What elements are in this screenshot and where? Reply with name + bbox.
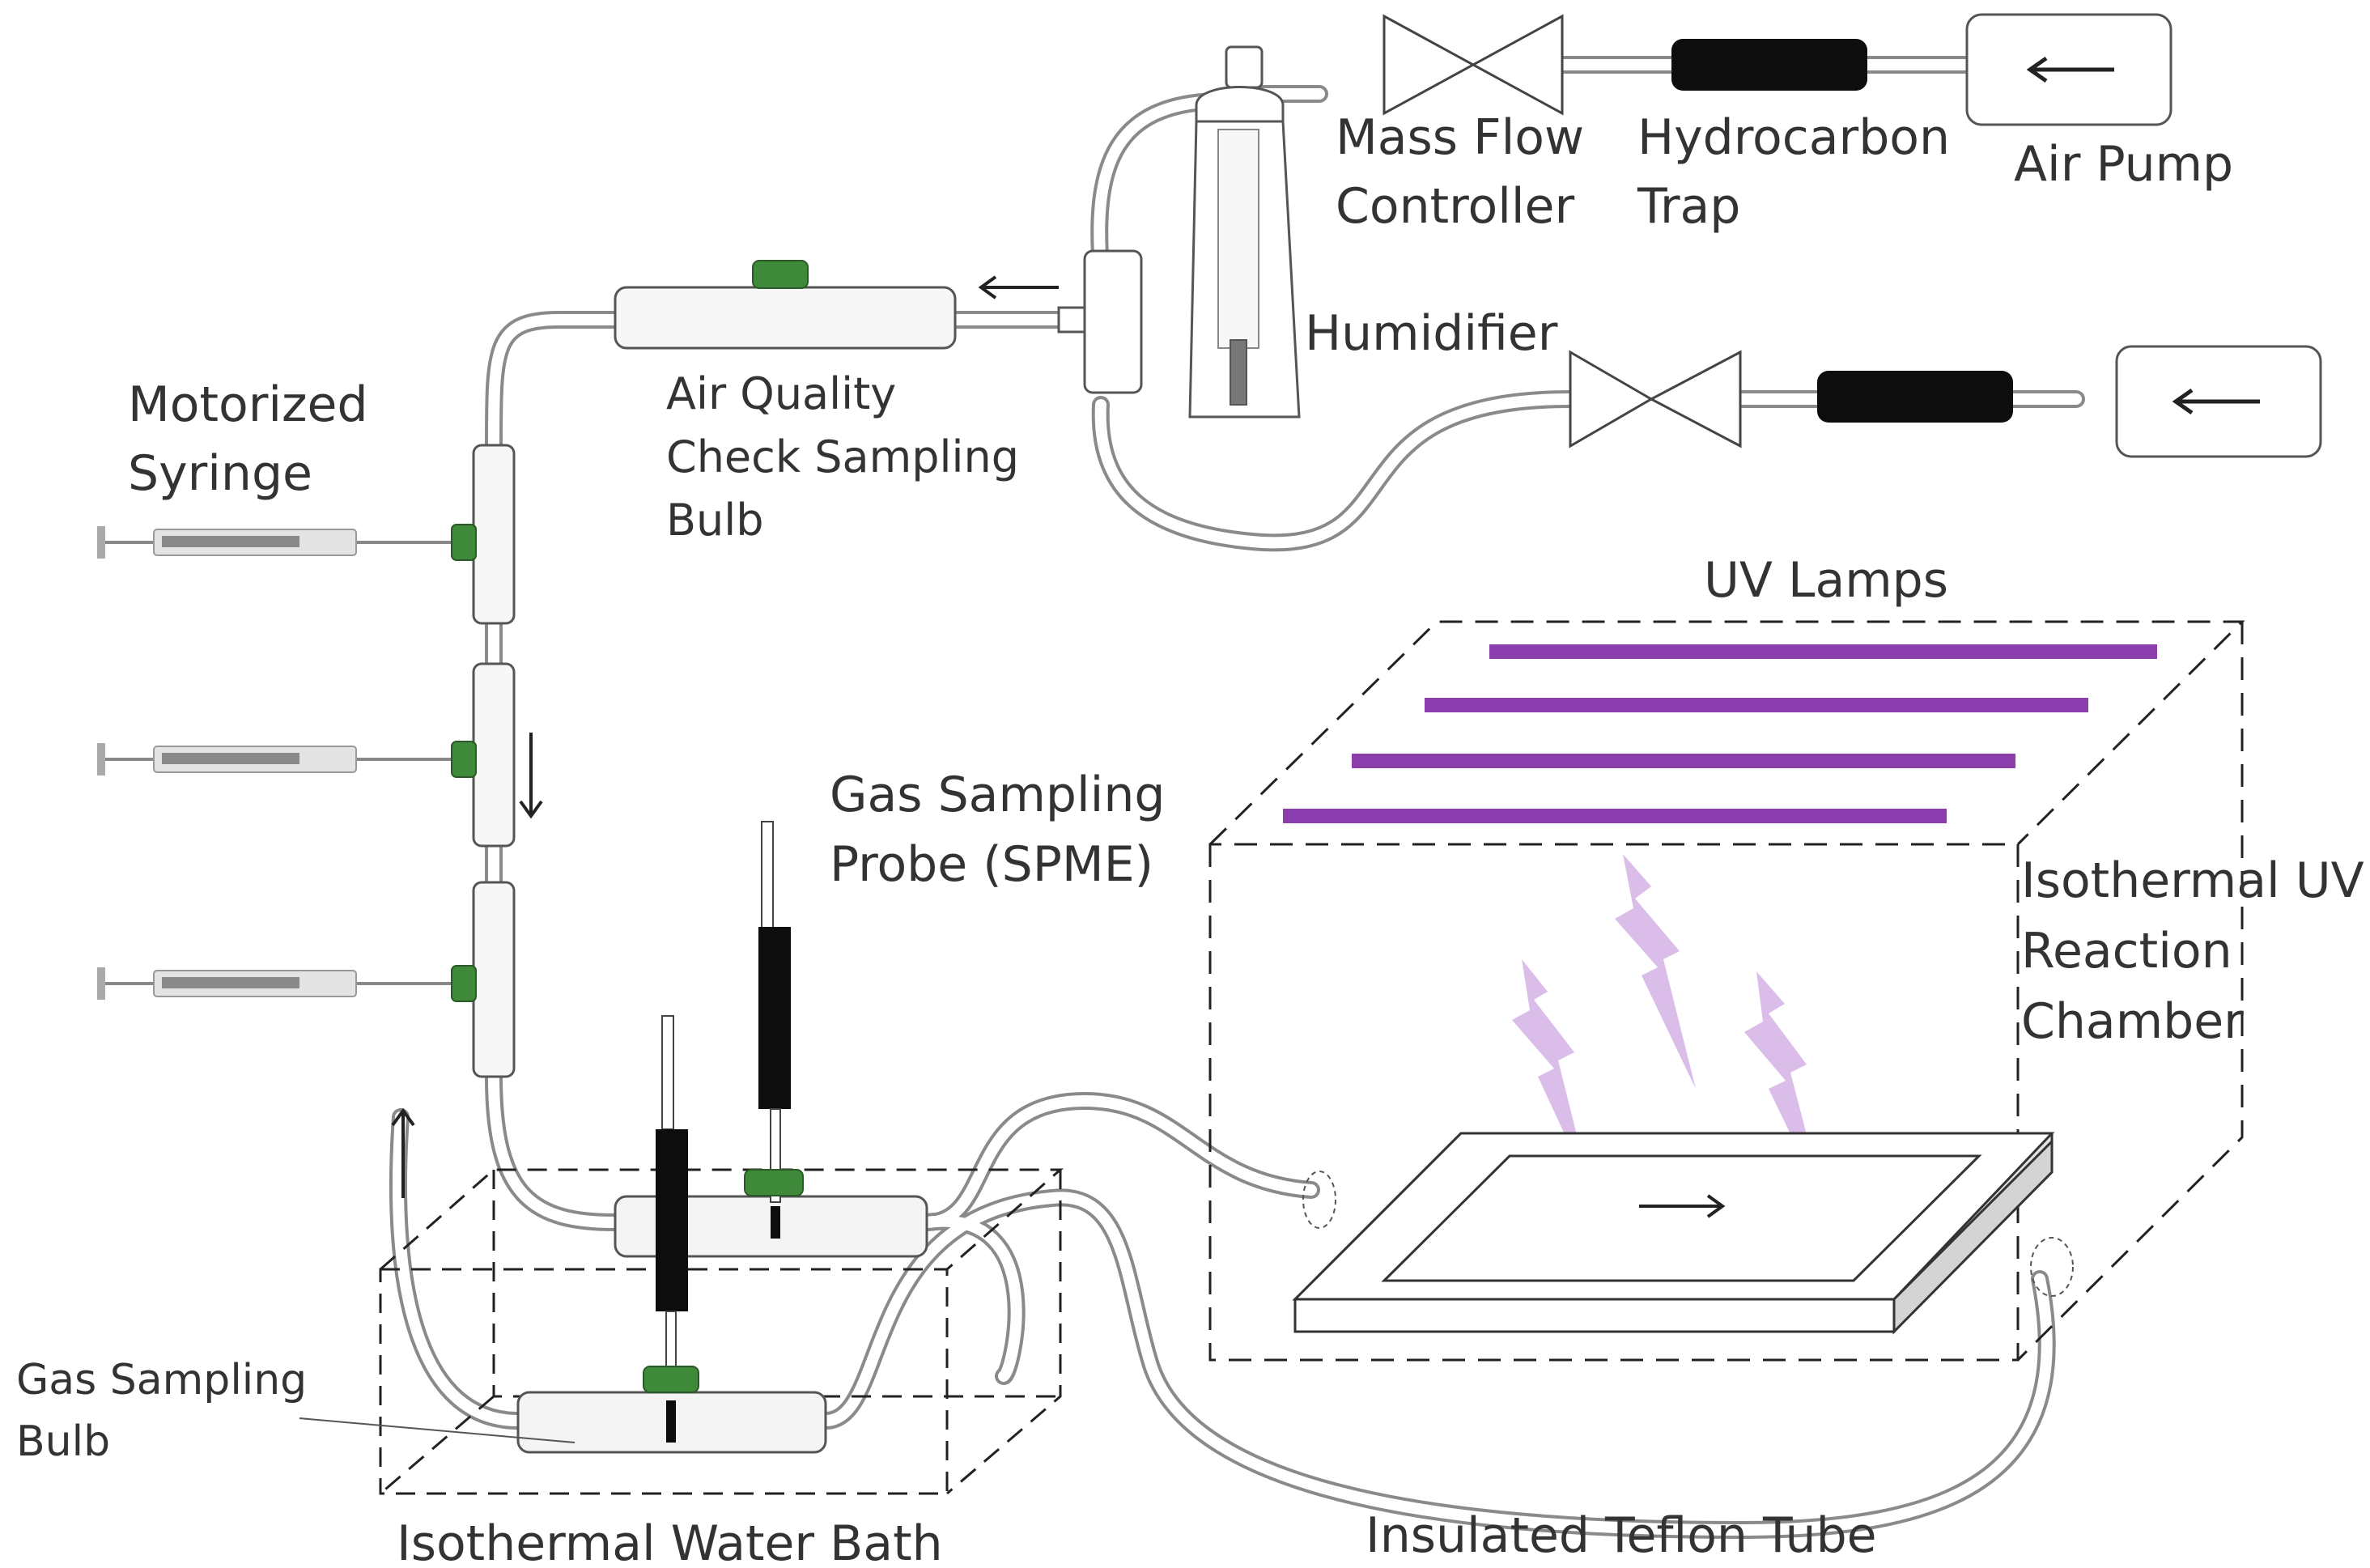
hydrocarbon-trap-1 (1671, 39, 1867, 91)
reaction-tray (1292, 1132, 2055, 1335)
reaction-chamber-label-2: Reaction (2021, 923, 2232, 979)
air-pump-label: Air Pump (2014, 136, 2233, 193)
air-quality-label-1: Air Quality (666, 368, 896, 419)
flow-arrow-down (519, 733, 543, 819)
uv-lamps-label: UV Lamps (1704, 552, 1948, 609)
mass-flow-controller-label-2: Controller (1336, 178, 1574, 235)
hydrocarbon-trap-label-1: Hydrocarbon (1637, 109, 1950, 166)
bowtie-valve-icon (1382, 14, 1564, 116)
tubing (389, 46, 2085, 1540)
air-quality-label-2: Check Sampling (666, 431, 1019, 482)
motorized-syringe-label-2: Syringe (128, 445, 312, 502)
humidifier (1188, 45, 1301, 419)
spme-probe-2 (643, 1015, 699, 1443)
port-marker (1302, 1171, 1336, 1229)
hydrocarbon-trap-label-2: Trap (1637, 178, 1740, 235)
mass-flow-controller-1 (1382, 14, 1564, 116)
flow-arrow-up (391, 1107, 415, 1198)
syringe-column (472, 444, 516, 1078)
uv-ray-icon (1615, 854, 1696, 1089)
gas-sampling-bulb-label-2: Bulb (16, 1417, 110, 1466)
leader-line (299, 1417, 576, 1443)
uv-lamps (1283, 644, 2157, 823)
motorized-syringe-label-1: Motorized (128, 376, 368, 433)
syringe-2 (97, 741, 477, 778)
flow-arrow-right (1639, 1194, 1726, 1218)
reaction-chamber-label-3: Chamber (2021, 993, 2244, 1050)
gas-sampling-probe-label-2: Probe (SPME) (830, 836, 1153, 893)
bowtie-valve-icon (1569, 350, 1742, 448)
labels: Mass Flow Controller Hydrocarbon Trap Ai… (16, 109, 2364, 1568)
spme-probe-1 (744, 821, 804, 1239)
reaction-chamber (1208, 620, 2245, 1362)
septum (752, 260, 809, 289)
syringe-3 (97, 965, 477, 1002)
air-pump-2 (2115, 345, 2322, 458)
reaction-chamber-label-1: Isothermal UV (2021, 852, 2364, 909)
air-quality-label-3: Bulb (666, 495, 764, 546)
mass-flow-controller-label-1: Mass Flow (1336, 109, 1584, 166)
water-bath-label: Isothermal Water Bath (397, 1515, 943, 1564)
gas-sampling-bulb-label-1: Gas Sampling (16, 1356, 307, 1404)
mass-flow-controller-2 (1569, 350, 1742, 448)
tee-connector (1057, 249, 1143, 394)
left-arrow-icon (2026, 56, 2114, 83)
left-arrow-icon (2172, 388, 2260, 415)
teflon-tube-label: Insulated Teflon Tube (1366, 1507, 1877, 1564)
port-marker (2030, 1237, 2074, 1297)
air-pump-1 (1965, 13, 2172, 126)
syringe-1 (97, 524, 477, 561)
gas-sampling-probe-label-1: Gas Sampling (830, 767, 1165, 823)
humidifier-label: Humidifier (1305, 305, 1558, 362)
hydrocarbon-trap-2 (1817, 371, 2013, 423)
flow-arrow-left (978, 275, 1059, 300)
air-quality-bulb (614, 260, 957, 350)
